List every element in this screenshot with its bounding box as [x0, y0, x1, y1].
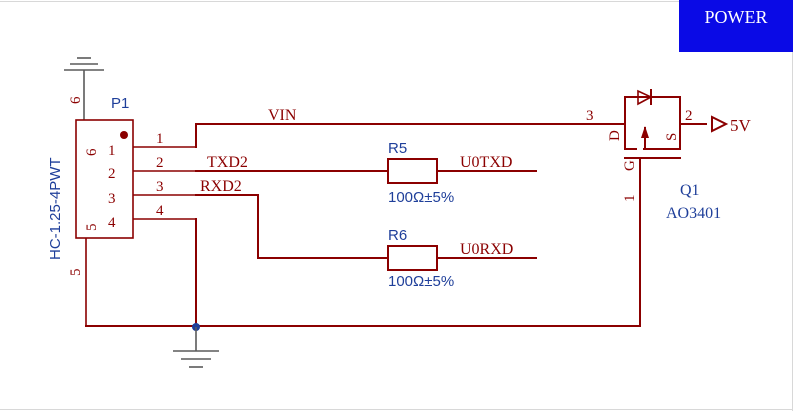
mount-pin-label-6: 6: [84, 148, 100, 156]
resistor-r5-value: 100Ω±5%: [388, 189, 454, 206]
net-label-u0rxd: U0RXD: [460, 241, 513, 258]
net-label-vin: VIN: [268, 107, 297, 124]
ground-symbol-top: [64, 57, 104, 120]
pin-number-1: 1: [156, 131, 164, 147]
pin-name-3: 3: [108, 191, 116, 207]
pin-number-2: 2: [156, 155, 164, 171]
mosfet-label-d: D: [607, 130, 623, 141]
net-label-txd2: TXD2: [207, 154, 248, 171]
pin1-marker-dot: [120, 131, 128, 139]
wire-rxd2: [195, 194, 389, 259]
pin-number-4: 4: [156, 203, 164, 219]
pin-name-1: 1: [108, 143, 116, 159]
mosfet-part-number: AO3401: [666, 205, 721, 222]
mosfet-q1-symbol: [611, 89, 729, 197]
resistor-r5-ref: R5: [388, 140, 407, 157]
mosfet-pin-d-number: 3: [586, 108, 594, 124]
mosfet-label-s: S: [664, 133, 680, 141]
mosfet-pin-s-number: 2: [685, 108, 693, 124]
net-label-5v: 5V: [730, 116, 752, 135]
connector-body: [75, 119, 134, 239]
mosfet-label-g: G: [622, 160, 638, 171]
outer-pin-number-bottom: 5: [68, 269, 84, 277]
connector-part-number: HC-1.25-4PWT: [47, 157, 64, 260]
pin-name-4: 4: [108, 215, 116, 231]
resistor-r5-body: [387, 158, 438, 184]
frame-border-top: [0, 1, 679, 2]
net-label-u0txd: U0TXD: [460, 154, 512, 171]
resistor-r6-value: 100Ω±5%: [388, 273, 454, 290]
net-label-rxd2: RXD2: [200, 178, 242, 195]
resistor-r6-body: [387, 245, 438, 271]
mount-pin-label-5: 5: [84, 224, 100, 232]
pin-name-2: 2: [108, 166, 116, 182]
connector-ref: P1: [111, 95, 129, 112]
resistor-r6-ref: R6: [388, 227, 407, 244]
wire-vin: [195, 123, 613, 148]
ground-symbol-bottom: [173, 327, 219, 368]
frame-border-bottom: [0, 409, 793, 410]
mosfet-pin-g-number: 1: [622, 195, 638, 203]
mosfet-ref: Q1: [680, 182, 700, 199]
outer-pin-number-top: 6: [68, 96, 84, 104]
wire-ground-bus: [85, 195, 641, 327]
pin-number-3: 3: [156, 179, 164, 195]
section-title-power: POWER: [679, 0, 793, 52]
